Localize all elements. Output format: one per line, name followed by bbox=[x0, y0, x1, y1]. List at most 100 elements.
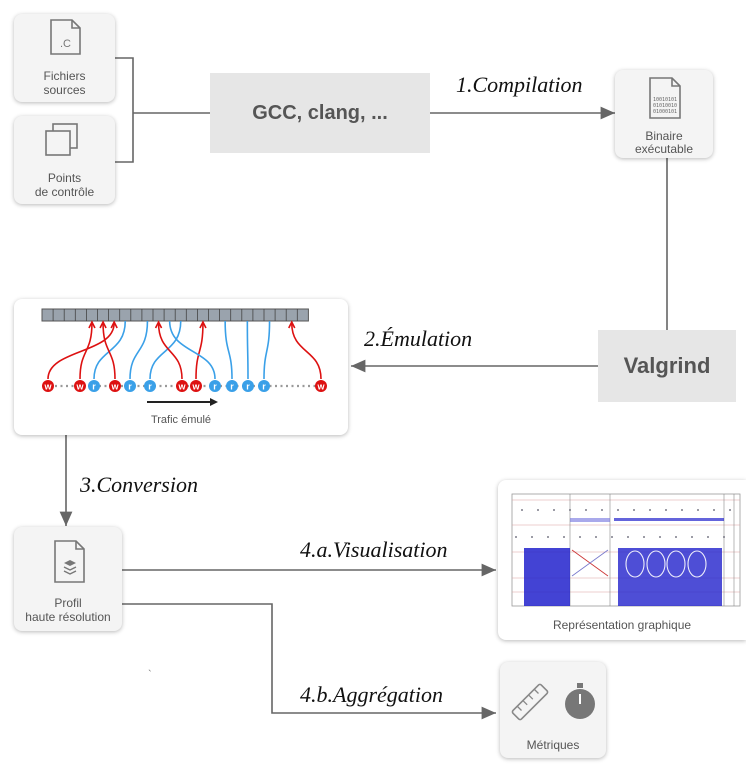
access-symbol: r bbox=[246, 382, 250, 392]
write-access-marker bbox=[42, 380, 54, 392]
write-arrowhead bbox=[199, 320, 207, 329]
access-symbol: r bbox=[148, 382, 152, 392]
binary-node: 10010101 01010010 01000101 Binaire exécu… bbox=[615, 70, 713, 158]
write-arrowhead bbox=[110, 320, 118, 329]
trace-dot bbox=[521, 509, 523, 511]
trace-loop bbox=[666, 550, 686, 578]
stacked-squares-icon bbox=[45, 123, 78, 156]
trace-dot bbox=[601, 509, 603, 511]
profile-file-icon bbox=[54, 540, 85, 583]
read-arc bbox=[129, 320, 149, 380]
trace-dot bbox=[707, 536, 709, 538]
access-symbol: w bbox=[191, 382, 200, 392]
write-arc bbox=[79, 322, 93, 380]
read-arc bbox=[224, 320, 233, 380]
write-arrowhead bbox=[88, 320, 96, 329]
access-symbol: r bbox=[92, 382, 96, 392]
trace-dot bbox=[665, 509, 667, 511]
binary-bits-3: 01000101 bbox=[652, 109, 678, 115]
trace-dot bbox=[611, 536, 613, 538]
checkpoints-label-line2: de contrôle bbox=[34, 185, 95, 199]
access-symbol: w bbox=[75, 382, 84, 392]
profile-label-line1: Profil bbox=[54, 596, 82, 610]
step-emulation: 2.Émulation bbox=[364, 326, 473, 351]
compiler-label: GCC, clang, ... bbox=[252, 102, 388, 124]
trace-dot bbox=[723, 536, 725, 538]
read-arc bbox=[263, 320, 271, 380]
write-access-marker bbox=[190, 380, 202, 392]
metrics-node: Métriques bbox=[500, 662, 606, 758]
binary-bits-1: 10010101 bbox=[652, 97, 678, 103]
ruler-icon bbox=[511, 683, 549, 721]
trace-dot bbox=[691, 536, 693, 538]
trace-band bbox=[570, 518, 610, 522]
read-arc bbox=[93, 320, 127, 380]
trace-dot bbox=[553, 509, 555, 511]
checkpoints-node: Points de contrôle bbox=[14, 116, 115, 204]
compiler-node: GCC, clang, ... bbox=[210, 73, 430, 153]
trace-dot bbox=[697, 509, 699, 511]
access-symbol: w bbox=[110, 382, 119, 392]
trace-dot bbox=[537, 509, 539, 511]
read-access-marker bbox=[209, 380, 221, 392]
metrics-label: Métriques bbox=[526, 738, 580, 752]
read-access-marker bbox=[144, 380, 156, 392]
trace-plot bbox=[511, 493, 741, 607]
binary-label-line2: exécutable bbox=[634, 142, 694, 156]
trace-dot bbox=[729, 509, 731, 511]
trace-loop bbox=[646, 550, 666, 578]
access-symbol: r bbox=[128, 382, 132, 392]
graph-node: Représentation graphique bbox=[498, 480, 746, 640]
write-arc bbox=[157, 322, 183, 380]
trace-dot bbox=[595, 536, 597, 538]
read-access-marker bbox=[88, 380, 100, 392]
step-compilation: 1.Compilation bbox=[456, 72, 583, 97]
sources-label-line2: sources bbox=[43, 83, 86, 97]
step-visualisation: 4.a.Visualisation bbox=[300, 537, 448, 562]
stopwatch-icon bbox=[565, 683, 595, 719]
trace-band bbox=[524, 548, 570, 606]
trace-loop bbox=[625, 550, 645, 578]
sources-node: .C Fichiers sources bbox=[14, 14, 115, 102]
profile-label-line2: haute résolution bbox=[25, 610, 111, 624]
checkpoints-label-line1: Points bbox=[47, 171, 82, 185]
read-access-marker bbox=[124, 380, 136, 392]
binary-label-line1: Binaire bbox=[645, 129, 683, 143]
trace-loop bbox=[687, 550, 707, 578]
access-symbol: r bbox=[230, 382, 234, 392]
access-symbol: r bbox=[262, 382, 266, 392]
trace-dot bbox=[579, 536, 581, 538]
binary-file-icon bbox=[649, 77, 681, 119]
read-arc bbox=[149, 320, 182, 380]
write-access-marker bbox=[74, 380, 86, 392]
trace-line bbox=[571, 549, 609, 577]
graph-label: Représentation graphique bbox=[552, 618, 692, 632]
access-symbol: r bbox=[213, 382, 217, 392]
write-access-marker bbox=[109, 380, 121, 392]
source-file-extension: .C bbox=[60, 38, 71, 50]
read-arc bbox=[168, 320, 216, 380]
read-arc bbox=[246, 320, 249, 380]
sources-bracket bbox=[115, 57, 134, 163]
valgrind-label: Valgrind bbox=[623, 353, 711, 378]
trace-dot bbox=[531, 536, 533, 538]
trace-dot bbox=[585, 509, 587, 511]
stray-mark: ` bbox=[148, 669, 152, 681]
write-access-marker bbox=[176, 380, 188, 392]
valgrind-node: Valgrind bbox=[598, 330, 736, 402]
write-arrowhead bbox=[288, 320, 296, 329]
access-symbol: w bbox=[177, 382, 186, 392]
trace-dot bbox=[659, 536, 661, 538]
write-arc bbox=[102, 322, 116, 380]
trace-dot bbox=[675, 536, 677, 538]
binary-bits-2: 01010010 bbox=[652, 103, 678, 109]
read-access-marker bbox=[226, 380, 238, 392]
trace-dot bbox=[515, 536, 517, 538]
trace-band bbox=[614, 518, 724, 521]
write-arc bbox=[47, 322, 115, 380]
trace-dot bbox=[643, 536, 645, 538]
access-symbol: w bbox=[316, 382, 325, 392]
